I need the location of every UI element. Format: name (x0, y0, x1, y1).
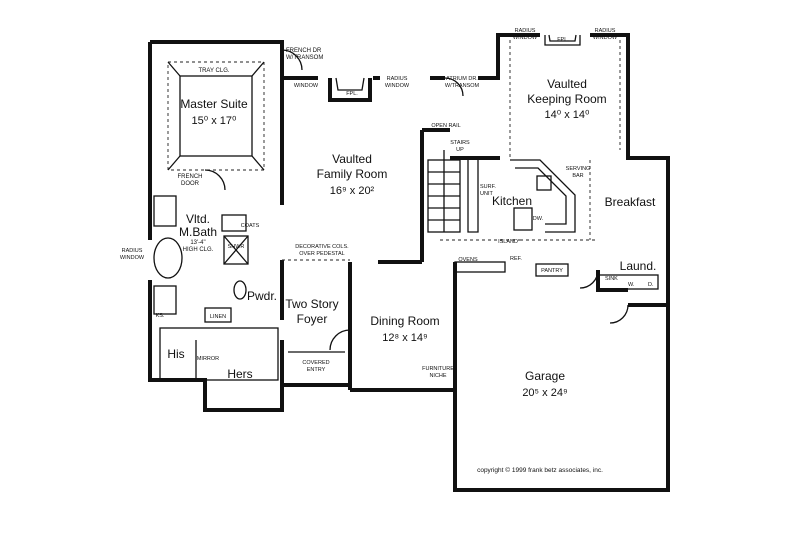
powder-name: Pwdr. (247, 289, 277, 303)
keeping-room-dim: 14⁰ x 14⁰ (545, 109, 590, 121)
bath-line1: Vltd. (186, 212, 210, 226)
foyer-line2: Foyer (297, 312, 328, 326)
family-room-dim: 16⁹ x 20² (330, 185, 375, 197)
radius-window-4b: WINDOW (593, 35, 618, 41)
stairs-label: STAIRS (450, 140, 470, 146)
garage-name: Garage (525, 369, 565, 383)
dw-label: DW. (533, 216, 544, 222)
atrium-dr-2: W/TRANSOM (445, 83, 480, 89)
furniture-2: NICHE (429, 373, 446, 379)
french-dr-1: FRENCH DR (286, 48, 322, 54)
family-room-line1: Vaulted (332, 152, 372, 166)
covered-2: ENTRY (307, 367, 326, 373)
shwr-label: SHWR (228, 244, 245, 250)
decorative-2: OVER PEDESTAL (299, 251, 344, 257)
radius-window-3b: WINDOW (513, 35, 538, 41)
family-room-line2: Family Room (317, 167, 388, 181)
dining-name: Dining Room (370, 314, 439, 328)
coats-label: COATS (241, 223, 260, 229)
radius-window-2b: WINDOW (385, 83, 410, 89)
d-label: D. (648, 282, 654, 288)
pantry-label: PANTRY (541, 268, 563, 274)
copyright: copyright © 1999 frank betz associates, … (477, 466, 603, 474)
fpl-family: FPL. (346, 91, 358, 97)
hers-name: Hers (227, 367, 252, 381)
breakfast-name: Breakfast (605, 195, 656, 209)
french-door-2: DOOR (181, 181, 200, 187)
keeping-room-line2: Keeping Room (527, 92, 606, 106)
walls (148, 33, 670, 492)
tray-ceiling (167, 61, 265, 171)
linen-label: LINEN (210, 314, 226, 320)
bath-line2: M.Bath (179, 225, 217, 239)
bath-note2: HIGH CLG. (183, 247, 214, 253)
w-label: W. (628, 282, 635, 288)
ovens-label: OVENS (458, 257, 478, 263)
serving-2: BAR (572, 173, 583, 179)
laundry-name: Laund. (620, 259, 657, 273)
mirror-label: MIRROR (197, 356, 219, 362)
keeping-room-line1: Vaulted (547, 77, 587, 91)
garage-dim: 20⁵ x 24⁹ (522, 387, 567, 399)
radius-window-4a: RADIUS (595, 28, 616, 34)
radius-window-1b: WINDOW (294, 83, 319, 89)
ref-label: REF. (510, 256, 522, 262)
surf-unit-1: SURF. (480, 184, 496, 190)
radius-window-1a: RADIUS (296, 76, 317, 82)
up-label: UP (456, 147, 464, 153)
island-label: ISLAND (498, 239, 518, 245)
radius-window-3a: RADIUS (515, 28, 536, 34)
french-door-1: FRENCH (178, 174, 203, 180)
kitchen-counters (454, 159, 659, 290)
sink-label: SINK (605, 276, 618, 282)
atrium-dr-1: ATRIUM DR. (446, 76, 478, 82)
kitchen-name: Kitchen (492, 194, 532, 208)
notes: TRAY CLG. FRENCH DR W/TRANSOM FRENCH DOO… (120, 28, 654, 474)
fpl-keeping: FPL. (557, 37, 569, 43)
tray-clg: TRAY CLG. (198, 68, 229, 74)
decorative-1: DECORATIVE COLS. (295, 244, 349, 250)
stairs (427, 150, 461, 233)
radius-window-5b: WINDOW (120, 255, 145, 261)
furniture-1: FURNITURE (422, 366, 454, 372)
door-swings (204, 49, 629, 351)
open-rail: OPEN RAIL (431, 123, 460, 129)
ks-label: KS. (156, 313, 165, 319)
radius-window-5a: RADIUS (122, 248, 143, 254)
master-suite-dim: 15⁰ x 17⁰ (192, 115, 237, 127)
his-name: His (167, 347, 184, 361)
room-labels: Master Suite 15⁰ x 17⁰ Vaulted Family Ro… (167, 77, 656, 399)
bath-note1: 13'-4" (190, 240, 205, 246)
radius-window-2a: RADIUS (387, 76, 408, 82)
master-suite-name: Master Suite (180, 97, 248, 111)
bath-fixtures (153, 195, 279, 381)
serving-1: SERVING (566, 166, 591, 172)
surf-unit-2: UNIT (480, 191, 493, 197)
dining-dim: 12⁸ x 14⁹ (382, 332, 427, 344)
covered-1: COVERED (302, 360, 329, 366)
french-dr-2: W/TRANSOM (286, 55, 323, 61)
foyer-line1: Two Story (285, 297, 338, 311)
